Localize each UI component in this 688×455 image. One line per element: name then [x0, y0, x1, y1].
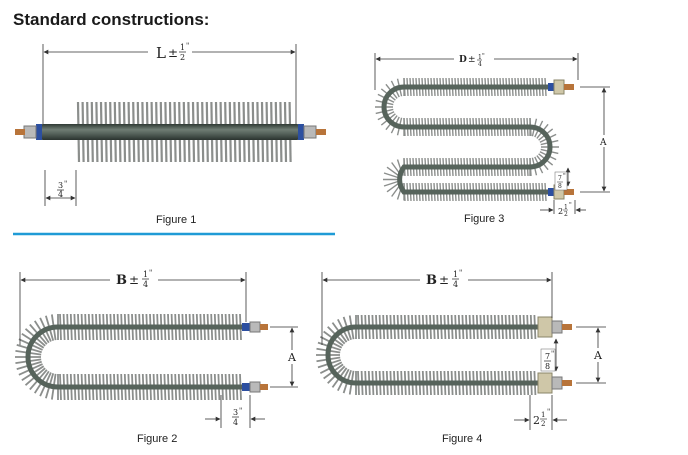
figure2-tol-unit: " — [149, 269, 152, 277]
figure2-end-den: 4 — [233, 418, 238, 427]
figure3-end-num: 1 — [564, 204, 568, 211]
figure4-gap-unit: " — [551, 350, 554, 358]
figure3-length-symbol: D — [459, 55, 467, 65]
figure2-tol-num: 1 — [143, 270, 148, 279]
figure1-tube — [40, 124, 300, 140]
figure1-length-tolerance: ± — [168, 46, 178, 60]
figure2-spacing-symbol: A — [287, 351, 297, 364]
figure3-fins — [375, 77, 559, 202]
figure4-gap-num: 7 — [545, 352, 550, 361]
figure1-left-insulator — [36, 124, 42, 140]
figure3-tol-unit: " — [482, 53, 485, 60]
figure2: B ± 1 4 " A 3 4 " Figure 2 — [15, 268, 298, 445]
figure3-end-unit: " — [569, 202, 572, 209]
figure4-end-unit: " — [547, 408, 550, 416]
figure4-top-terminal — [537, 316, 572, 338]
figure4-tol-num: 1 — [453, 270, 458, 279]
figure4-tol-unit: " — [459, 269, 462, 277]
figure4-bottom-terminal — [537, 372, 572, 394]
figure4-caption: Figure 4 — [442, 433, 482, 445]
figure4-tol-den: 4 — [453, 280, 458, 289]
figure4-length-tolerance: ± — [439, 273, 449, 287]
figure2-caption: Figure 2 — [137, 433, 177, 445]
figure2-tube — [25, 324, 247, 390]
figure3-tube — [381, 84, 553, 195]
figure3: D ± 1 4 " A 7 8 " 2 1 2 " Figure 3 — [374, 50, 610, 225]
figure4: B ± 1 4 " A 7 8 " 2 1 2 " Figure 4 — [316, 268, 606, 445]
figure4-spacing-symbol: A — [593, 349, 603, 362]
figure1-pitch-den: 4 — [58, 190, 63, 199]
figure3-length-tolerance: ± — [468, 55, 476, 65]
figure3-tol-num: 1 — [478, 54, 482, 61]
figure1-caption: Figure 1 — [156, 214, 196, 226]
figure3-gap-num: 7 — [558, 175, 562, 182]
figure4-tube — [325, 324, 540, 386]
figure2-bottom-terminal — [242, 381, 268, 393]
figure3-spacing-symbol: A — [599, 138, 607, 148]
figure1-right-terminal — [303, 125, 326, 139]
page-title: Standard constructions: — [13, 10, 210, 29]
figure1-tol-unit: " — [186, 42, 189, 50]
figure1: L ± 1 2 " 3 4 " Figure 1 — [15, 40, 326, 226]
figure1-pitch-unit: " — [64, 180, 67, 188]
figure4-length-symbol: B — [426, 273, 437, 288]
figure3-end-den: 2 — [564, 211, 568, 218]
figure4-end-num: 1 — [541, 411, 545, 419]
figure1-left-terminal — [15, 125, 37, 139]
figure3-top-terminal — [548, 79, 574, 95]
figure1-tol-den: 2 — [180, 53, 185, 62]
figure2-length-symbol: B — [116, 273, 127, 288]
figure2-length-tolerance: ± — [129, 273, 139, 287]
figure2-end-num: 3 — [233, 408, 238, 417]
figure4-end-den: 2 — [541, 420, 545, 428]
figure1-length-symbol: L — [156, 44, 166, 62]
figure3-tol-den: 4 — [478, 61, 482, 68]
figure3-caption: Figure 3 — [464, 213, 504, 225]
figure2-end-unit: " — [239, 407, 242, 415]
figure3-end-whole: 2 — [558, 207, 563, 216]
figure4-gap-den: 8 — [545, 362, 550, 371]
figure3-gap-den: 8 — [558, 183, 562, 190]
figure1-right-insulator — [298, 124, 304, 140]
figure3-gap-unit: " — [563, 173, 566, 180]
figure2-tol-den: 4 — [143, 280, 148, 289]
figure4-end-whole: 2 — [533, 414, 540, 427]
figure2-top-terminal — [242, 321, 268, 333]
figure1-pitch-num: 3 — [58, 181, 63, 190]
figure1-tol-num: 1 — [180, 43, 185, 52]
